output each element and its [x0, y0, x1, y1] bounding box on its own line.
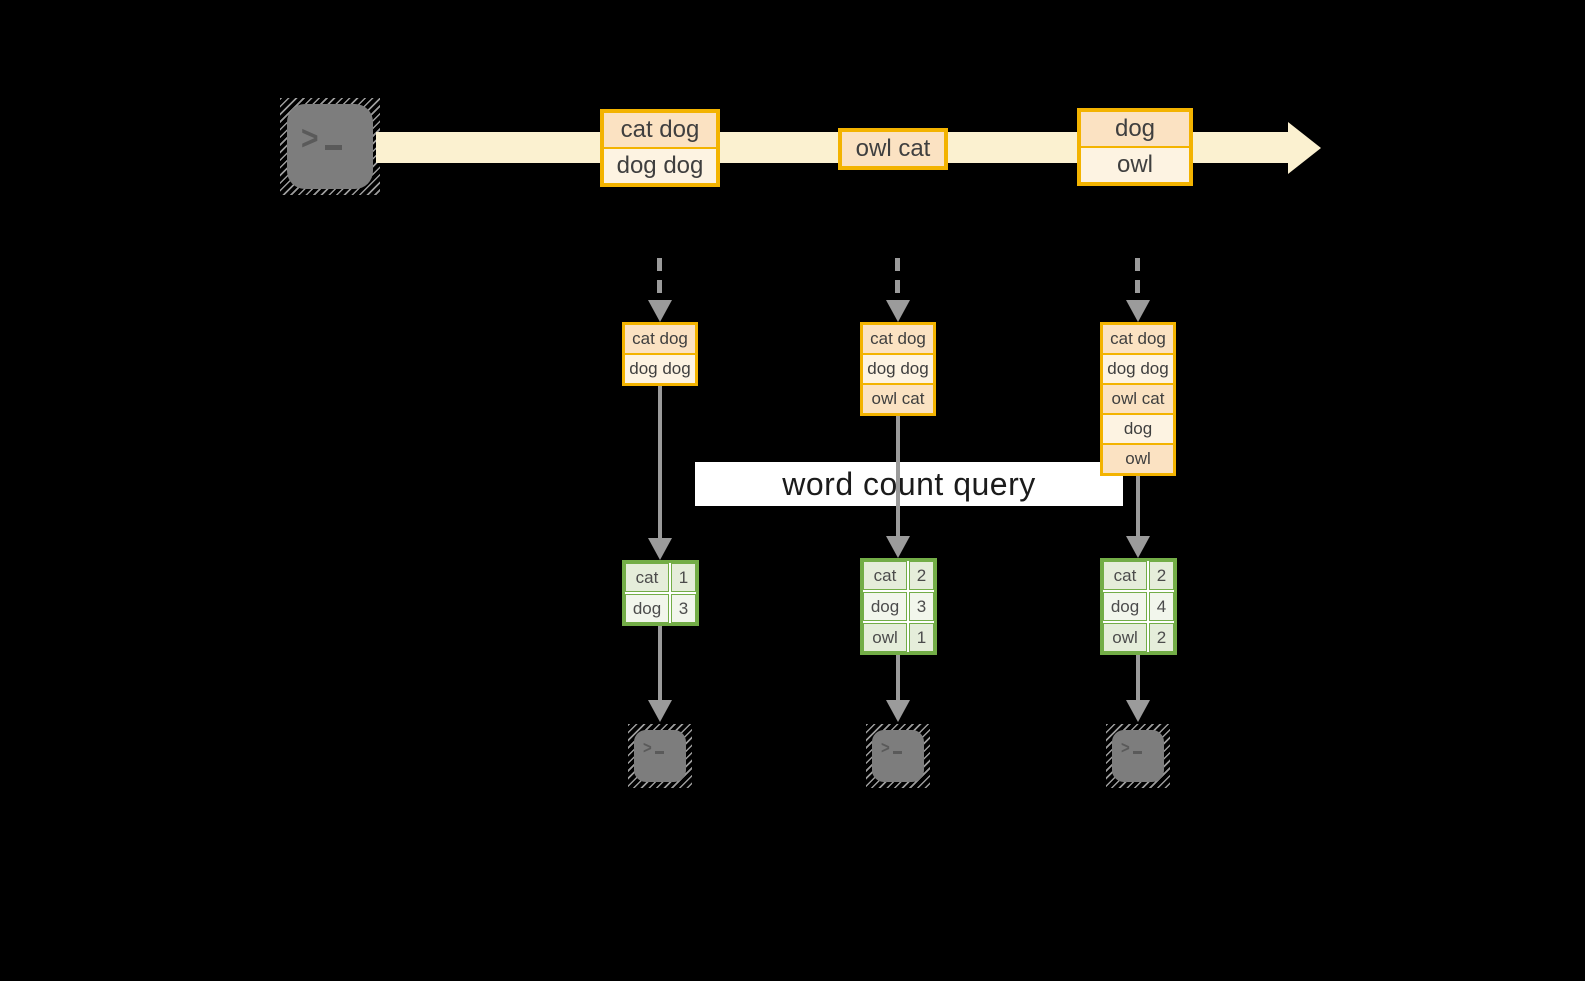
prompt-cursor-icon [1132, 751, 1142, 754]
stacked-record: cat dog [625, 325, 695, 353]
stacked-record: cat dog [863, 325, 933, 353]
stacked-record: owl [1103, 445, 1173, 473]
count-value-cell: 2 [909, 561, 934, 590]
count-word-cell: dog [625, 594, 669, 623]
stream-event-box-3: dog owl [1077, 108, 1193, 186]
query-arrow-shaft [658, 386, 662, 538]
query-banner: word count query [695, 462, 1123, 506]
sink-arrowhead-icon [648, 700, 672, 722]
sink-terminal-icon: > [866, 724, 930, 788]
stream-record: dog dog [604, 149, 716, 183]
stream-arrowhead-icon [1288, 122, 1321, 174]
query-arrow-shaft [1136, 476, 1140, 536]
prompt-chevron-icon: > [1121, 738, 1130, 759]
dashed-arrowhead-icon [886, 300, 910, 322]
sink-terminal-icon: > [628, 724, 692, 788]
terminal-screen: > [872, 730, 924, 782]
count-value-cell: 3 [909, 592, 934, 621]
count-value-cell: 2 [1149, 561, 1174, 590]
count-word-cell: dog [1103, 592, 1147, 621]
count-value-cell: 4 [1149, 592, 1174, 621]
dashed-arrowhead-icon [1126, 300, 1150, 322]
query-banner-label: word count query [782, 465, 1036, 502]
dashed-arrow-shaft [895, 258, 900, 300]
terminal-screen: > [1112, 730, 1164, 782]
stream-event-box-1: cat dog dog dog [600, 109, 720, 187]
prompt-cursor-icon [654, 751, 664, 754]
query-arrowhead-icon [1126, 536, 1150, 558]
sink-arrow-shaft [896, 655, 900, 700]
count-table-2: cat 2 dog 3 owl 1 [860, 558, 937, 655]
stream-record: dog [1081, 112, 1189, 146]
dashed-arrow-shaft [1135, 258, 1140, 300]
count-word-cell: cat [1103, 561, 1147, 590]
prompt-chevron-icon: > [881, 738, 890, 759]
terminal-prompt-icon: > [301, 119, 342, 158]
record-stack-1: cat dog dog dog [622, 322, 698, 386]
stacked-record: dog dog [863, 355, 933, 383]
terminal-screen: > [287, 104, 373, 189]
terminal-screen: > [634, 730, 686, 782]
dashed-arrowhead-icon [648, 300, 672, 322]
count-word-cell: owl [1103, 623, 1147, 652]
terminal-prompt-icon: > [881, 738, 902, 759]
record-stack-2: cat dog dog dog owl cat [860, 322, 936, 416]
count-table-3: cat 2 dog 4 owl 2 [1100, 558, 1177, 655]
count-word-cell: cat [625, 563, 669, 592]
stacked-record: dog dog [625, 355, 695, 383]
stream-record: cat dog [604, 113, 716, 147]
stacked-record: dog dog [1103, 355, 1173, 383]
sink-arrow-shaft [1136, 655, 1140, 700]
count-word-cell: cat [863, 561, 907, 590]
count-value-cell: 3 [671, 594, 696, 623]
prompt-cursor-icon [892, 751, 902, 754]
stacked-record: owl cat [1103, 385, 1173, 413]
record-stack-3: cat dog dog dog owl cat dog owl [1100, 322, 1176, 476]
sink-arrowhead-icon [1126, 700, 1150, 722]
stream-record: owl cat [842, 132, 944, 166]
count-value-cell: 1 [671, 563, 696, 592]
count-value-cell: 2 [1149, 623, 1174, 652]
stream-record: owl [1081, 148, 1189, 182]
query-arrow-shaft [896, 416, 900, 536]
query-arrowhead-icon [886, 536, 910, 558]
stacked-record: owl cat [863, 385, 933, 413]
stream-event-box-2: owl cat [838, 128, 948, 170]
dashed-arrow-shaft [657, 258, 662, 300]
count-word-cell: dog [863, 592, 907, 621]
prompt-cursor-icon [324, 145, 342, 150]
stacked-record: dog [1103, 415, 1173, 443]
sink-terminal-icon: > [1106, 724, 1170, 788]
prompt-chevron-icon: > [301, 119, 319, 158]
source-terminal-icon: > [280, 98, 380, 195]
terminal-prompt-icon: > [643, 738, 664, 759]
terminal-prompt-icon: > [1121, 738, 1142, 759]
sink-arrow-shaft [658, 626, 662, 700]
count-table-1: cat 1 dog 3 [622, 560, 699, 626]
count-word-cell: owl [863, 623, 907, 652]
sink-arrowhead-icon [886, 700, 910, 722]
stacked-record: cat dog [1103, 325, 1173, 353]
count-value-cell: 1 [909, 623, 934, 652]
query-arrowhead-icon [648, 538, 672, 560]
prompt-chevron-icon: > [643, 738, 652, 759]
